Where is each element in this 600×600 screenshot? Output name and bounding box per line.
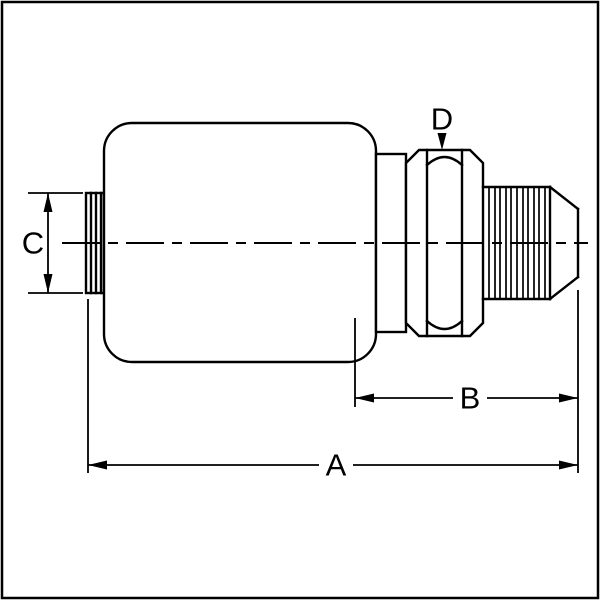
fitting-body: [84, 121, 580, 364]
dim-b-label: B: [460, 381, 481, 416]
dim-c-label: C: [22, 226, 44, 261]
dim-a-arrow-left: [88, 460, 107, 470]
dimension-b: B: [354, 290, 579, 473]
dimension-c: C: [22, 192, 83, 294]
dimension-d: D: [431, 102, 453, 150]
dim-c-arrow-up: [43, 193, 53, 212]
hex-chamfer-arc: [425, 155, 464, 167]
hex-nut: [404, 148, 485, 338]
dim-c-arrow-down: [43, 274, 53, 293]
hex-chamfer-arc: [425, 319, 464, 331]
dim-d-arrow-down: [437, 133, 447, 150]
dim-b-arrow-left: [355, 393, 374, 403]
dimension-a: A: [87, 299, 578, 483]
dim-b-arrow-right: [559, 393, 578, 403]
dim-d-label: D: [431, 102, 453, 137]
dim-a-label: A: [326, 448, 347, 483]
dim-a-arrow-right: [559, 460, 578, 470]
